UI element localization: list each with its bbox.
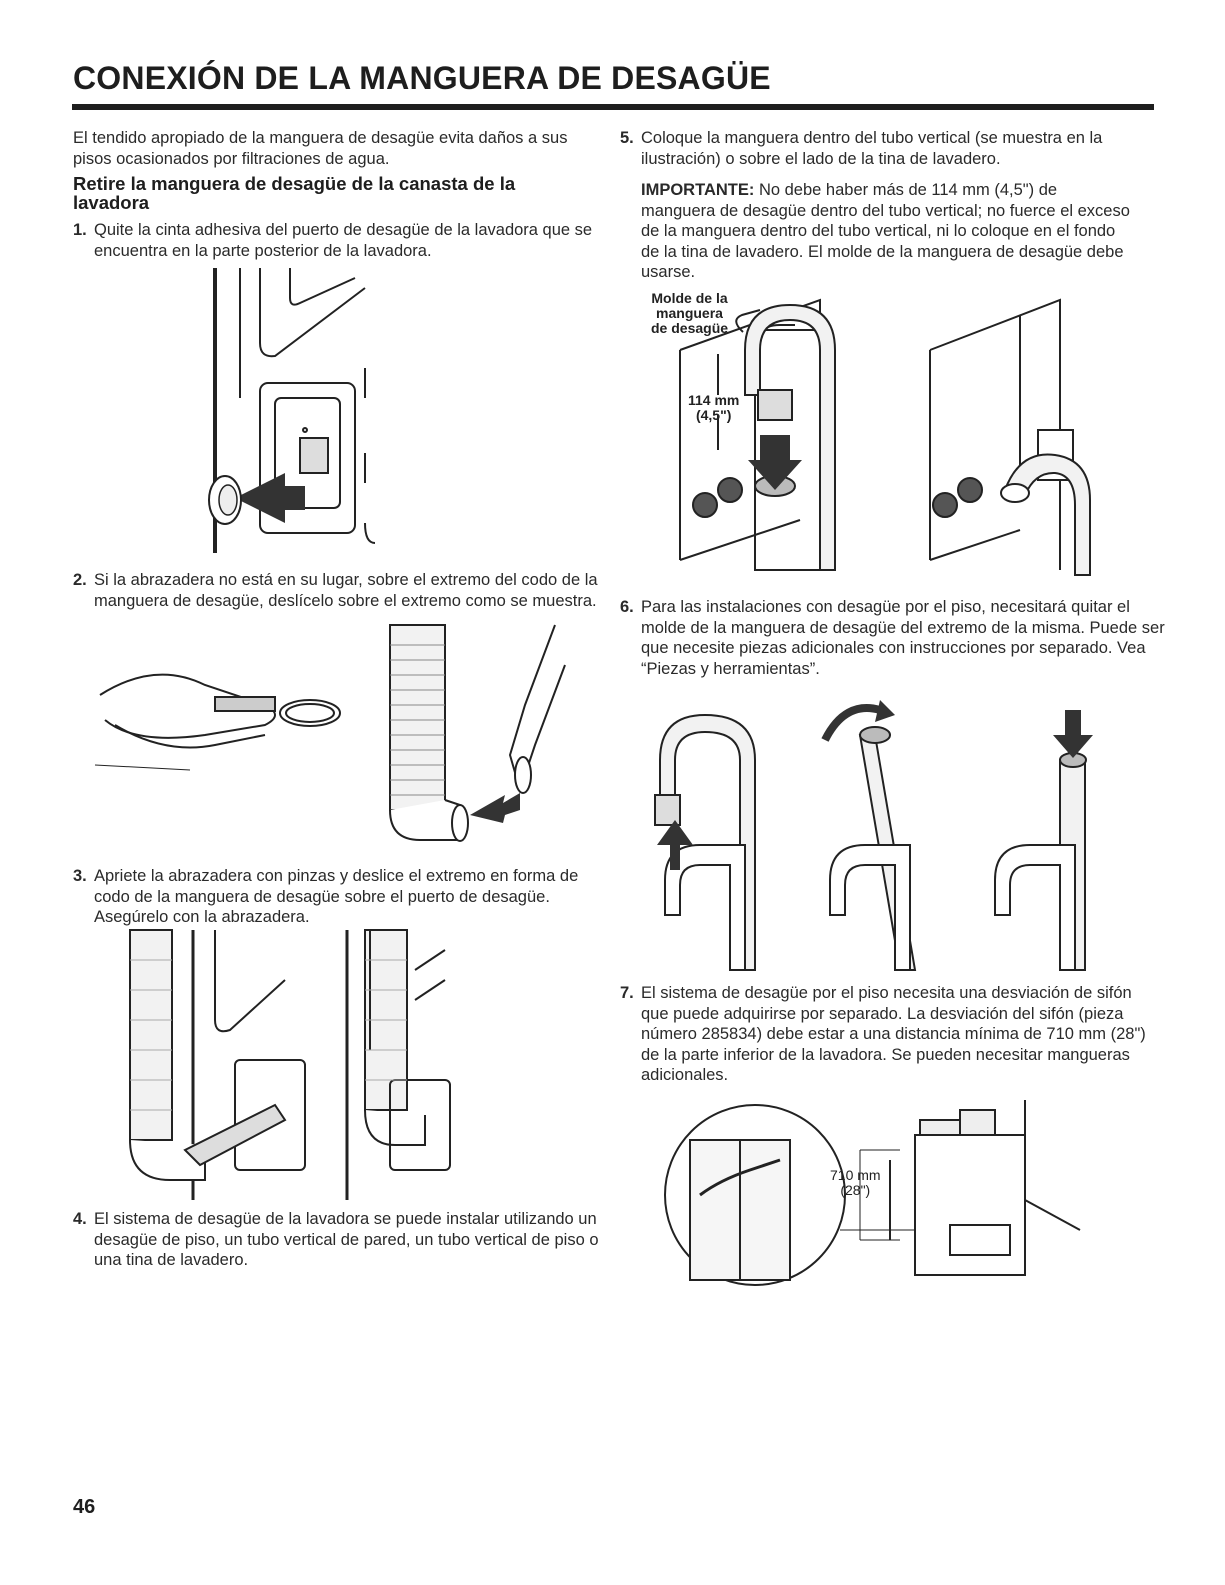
- step-text: Coloque la manguera dentro del tubo vert…: [641, 129, 1103, 168]
- step-2: 2. Si la abrazadera no está en su lugar, …: [73, 570, 614, 611]
- step-number: 1.: [73, 221, 87, 239]
- dim-114-in: (4,5"): [695, 407, 732, 423]
- step-text: El sistema de desagüe por el piso necesi…: [641, 984, 1146, 1084]
- form-callout: Molde de la manguera de desagüe: [651, 291, 728, 336]
- step-number: 2.: [73, 571, 87, 589]
- subheading-remove-hose: Retire la manguera de desagüe de la cana…: [73, 173, 516, 213]
- illustration-clamp-pliers: [94, 624, 566, 842]
- important-text: No debe haber más de 114 mm (4,5") de ma…: [641, 181, 1130, 281]
- intro-paragraph: El tendido apropiado de la manguera de d…: [73, 129, 568, 168]
- step-text: Para las instalaciones con desagüe por e…: [641, 598, 1165, 678]
- step-text: Si la abrazadera no está en su lugar, so…: [94, 571, 598, 610]
- step-3: 3. Apriete la abrazadera con pinzas y des…: [73, 866, 614, 928]
- form-callout-line1: Molde de la: [651, 290, 728, 306]
- illustration-drain-port: [208, 268, 376, 553]
- dim-710-mm: 710 mm: [830, 1167, 881, 1183]
- title-rule: [72, 104, 1154, 110]
- illustration-standpipe: [679, 298, 1091, 576]
- step-5: 5. Coloque la manguera dentro del tubo ve…: [620, 128, 1161, 169]
- step-number: 6.: [620, 598, 634, 616]
- step-1: 1. Quite la cinta adhesiva del puerto de …: [73, 220, 614, 261]
- dim-710: 710 mm (28"): [830, 1168, 881, 1198]
- step-4: 4. El sistema de desagüe de la lavadora s…: [73, 1209, 614, 1271]
- step-number: 7.: [620, 984, 634, 1002]
- important-note: IMPORTANTE: No debe haber más de 114 mm …: [641, 180, 1131, 283]
- illustration-remove-form: [654, 700, 1093, 971]
- illustration-siphon-break: [664, 1100, 1081, 1286]
- dim-114-mm: 114 mm: [688, 392, 740, 408]
- step-6: 6. Para las instalaciones con desagüe por…: [620, 597, 1171, 679]
- dim-114: 114 mm (4,5"): [688, 393, 739, 423]
- important-label: IMPORTANTE:: [641, 181, 755, 199]
- dim-710-in: (28"): [840, 1182, 871, 1198]
- step-number: 5.: [620, 129, 634, 147]
- step-number: 4.: [73, 1210, 87, 1228]
- page-title: CONEXIÓN DE LA MANGUERA DE DESAGÜE: [73, 60, 771, 96]
- form-callout-line2: manguera: [656, 305, 723, 321]
- form-callout-line3: de desagüe: [651, 320, 729, 336]
- step-text: El sistema de desagüe de la lavadora se …: [94, 1210, 599, 1269]
- illustration-install-hose: [129, 929, 451, 1200]
- page-number: 46: [73, 1496, 96, 1518]
- step-number: 3.: [73, 867, 87, 885]
- step-text: Quite la cinta adhesiva del puerto de de…: [94, 221, 593, 260]
- step-text: Apriete la abrazadera con pinzas y desli…: [94, 867, 579, 926]
- step-7: 7. El sistema de desagüe por el piso nece…: [620, 983, 1161, 1086]
